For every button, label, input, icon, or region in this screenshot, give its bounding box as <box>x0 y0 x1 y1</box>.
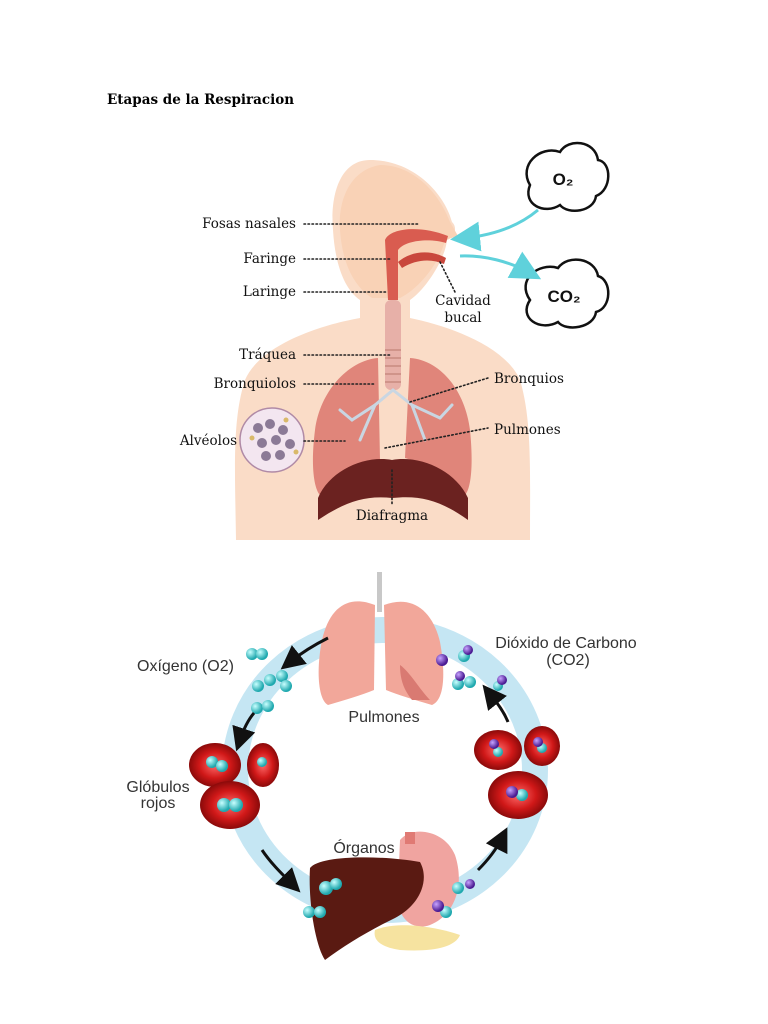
cycle-arrows <box>232 636 510 893</box>
trachea-rings <box>385 349 401 383</box>
label-alveolos: Alvéolos <box>179 433 237 449</box>
co2-cloud-label: CO₂ <box>547 287 580 306</box>
label-globulos-line2: rojos <box>141 795 176 812</box>
o2-cloud-label: O₂ <box>553 170 574 189</box>
bronchi-tree <box>338 388 454 442</box>
oral-cavity <box>398 252 446 268</box>
left-lung <box>312 358 380 495</box>
alveoli-magnifier <box>239 407 305 473</box>
label-cavidad-line1: Cavidad <box>435 293 491 309</box>
carbon-molecules <box>432 645 543 912</box>
page-title: Etapas de la Respiracion <box>107 92 295 108</box>
label-cavidad-line2: bucal <box>444 310 481 326</box>
diaphragm <box>318 459 468 520</box>
respiratory-diagram: O₂ CO₂ Fosas nasales Faringe Laringe Trá… <box>179 141 610 540</box>
label-bronquios: Bronquios <box>494 371 564 387</box>
gas-exchange-cycle: Oxígeno (O2) Dióxido de Carbono (CO2) Pu… <box>126 572 637 960</box>
trachea <box>385 300 401 390</box>
exhale-arrow <box>459 251 542 280</box>
nasal-cavity <box>385 229 448 300</box>
label-oxigeno: Oxígeno (O2) <box>137 658 234 675</box>
pancreas <box>374 925 460 951</box>
co2-cloud: CO₂ <box>524 258 610 329</box>
label-traquea: Tráquea <box>239 347 296 363</box>
label-diafragma: Diafragma <box>356 508 428 524</box>
cycle-lungs <box>318 572 444 705</box>
right-lung <box>405 358 472 495</box>
label-pulmones: Pulmones <box>494 422 561 438</box>
label-organos: Órganos <box>333 838 394 857</box>
label-fosas-nasales: Fosas nasales <box>202 216 296 232</box>
label-faringe: Faringe <box>243 251 296 267</box>
inhale-arrow <box>450 208 539 252</box>
label-globulos-line1: Glóbulos <box>126 779 189 796</box>
o2-cloud: O₂ <box>525 141 610 213</box>
label-dioxido-line1: Dióxido de Carbono <box>495 635 637 652</box>
label-pulmones-cycle: Pulmones <box>348 709 419 726</box>
oxygen-molecules <box>206 648 547 918</box>
label-dioxido-line2: (CO2) <box>546 652 590 669</box>
label-laringe: Laringe <box>243 284 296 300</box>
leader-lines <box>303 223 489 506</box>
label-bronquiolos: Bronquiolos <box>214 376 296 392</box>
